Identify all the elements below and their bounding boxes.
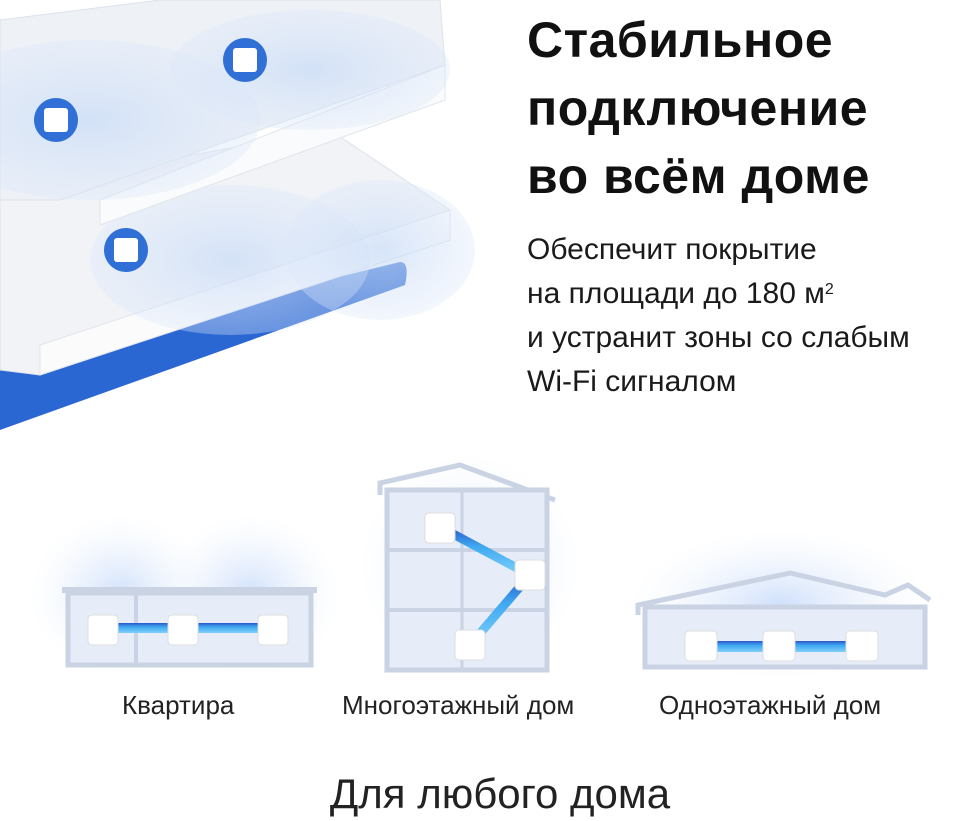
router-badge-icon — [104, 228, 148, 272]
router-badge-icon — [34, 98, 78, 142]
headline-line: во всём доме — [527, 148, 870, 204]
description-line: на площади до 180 м2 — [527, 272, 910, 316]
area-text: на площади до 180 м — [527, 277, 825, 310]
multi-floor-coverage-illustration — [0, 0, 475, 430]
description-line: Wi-Fi сигналом — [527, 365, 737, 398]
multistorey-house-illustration — [360, 455, 580, 675]
description: Обеспечит покрытие на площади до 180 м2 … — [527, 228, 910, 404]
scenario-label-single-storey: Одноэтажный дом — [659, 690, 882, 720]
description-line: и устранит зоны со слабым — [527, 321, 910, 354]
single-storey-house-illustration — [630, 530, 932, 680]
apartment-illustration — [30, 515, 340, 675]
superscript: 2 — [824, 281, 834, 298]
router-badge-icon — [223, 38, 267, 82]
headline-line: Стабильное — [527, 12, 834, 68]
scenario-label-multistorey: Многоэтажный дом — [342, 690, 575, 720]
headline-line: подключение — [527, 80, 869, 136]
description-line: Обеспечит покрытие — [527, 233, 817, 266]
footer-caption: Для любого дома — [329, 770, 671, 817]
scenario-label-apartment: Квартира — [122, 690, 235, 720]
headline: Стабильное подключение во всём доме — [527, 6, 870, 210]
scenario-illustrations — [30, 455, 932, 680]
